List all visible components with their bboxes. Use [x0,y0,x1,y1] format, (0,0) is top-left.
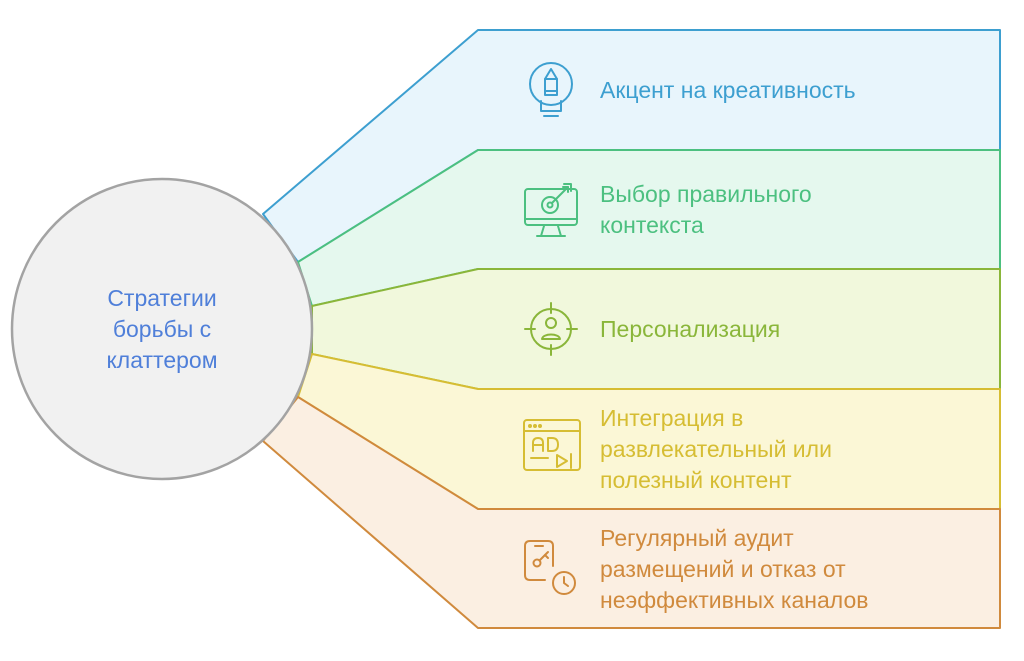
strategy-band-5 [262,396,1001,629]
strategy-label-audit: Регулярный аудит размещений и отказ от н… [600,525,869,613]
strategy-label-context: Выбор правильного контекста [600,181,812,238]
strategy-label-creativity: Акцент на креативность [600,77,856,103]
strategy-label-integration: Интеграция в развлекательный или полезны… [600,405,832,493]
monitor-target-icon [524,183,578,237]
ad-video-icon [523,419,581,471]
center-circle [10,177,314,481]
user-crosshair-icon [524,302,578,356]
phone-key-clock-icon [524,540,576,595]
strategy-label-personalization: Персонализация [600,316,781,342]
lightbulb-pencil-icon [529,62,573,117]
center-label: Стратегии борьбы с клаттером [106,285,218,373]
